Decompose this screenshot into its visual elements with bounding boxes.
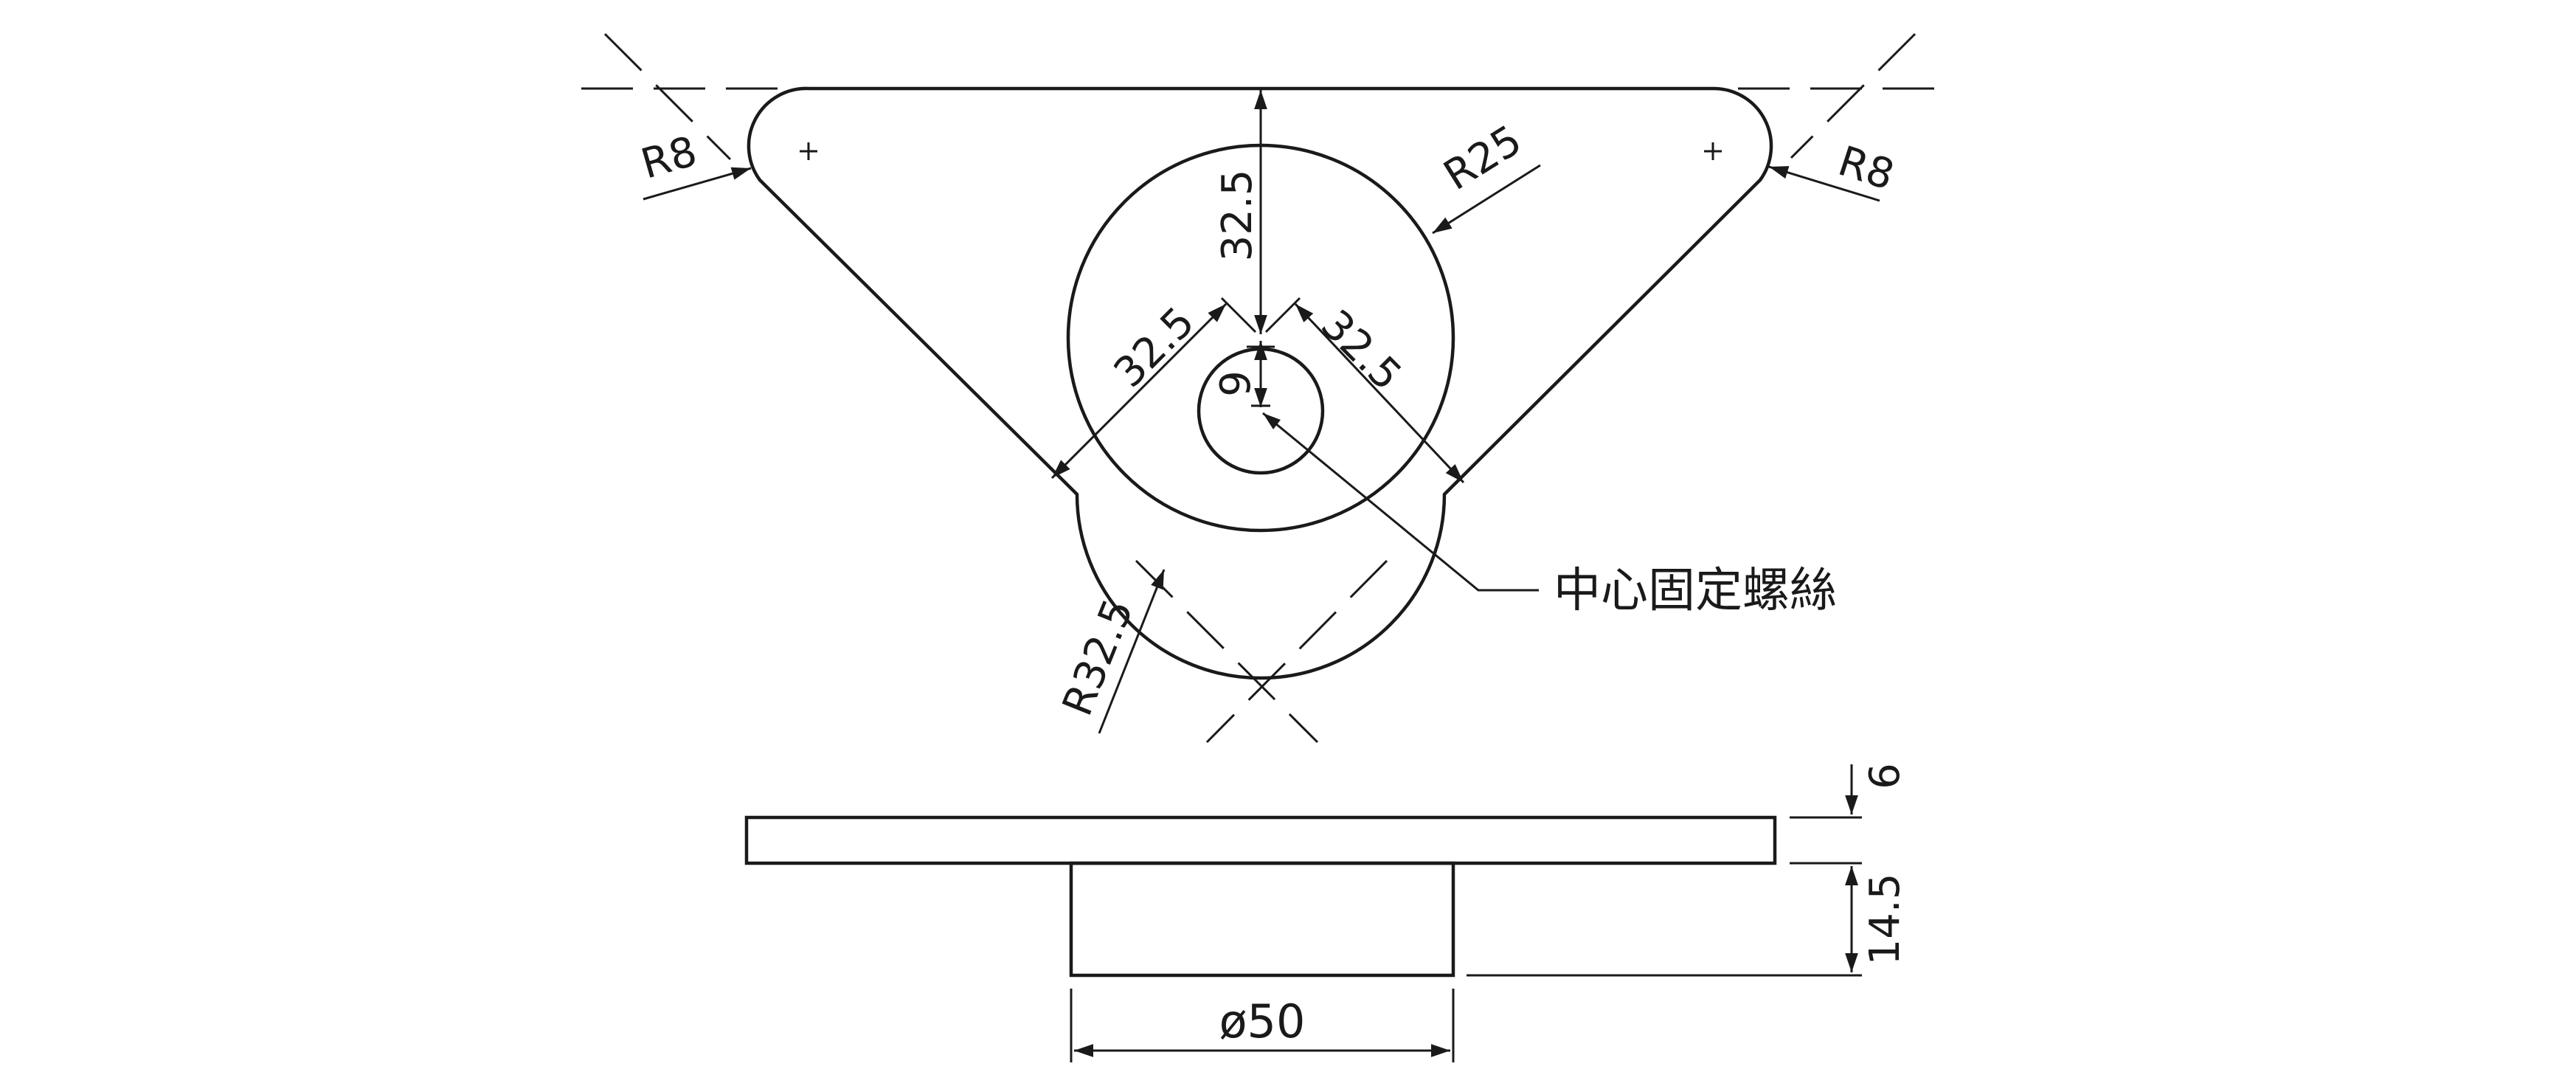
flange-outline bbox=[747, 86, 1773, 680]
r32-5-leader bbox=[1098, 569, 1166, 734]
corner-center-mark-right bbox=[1704, 142, 1722, 160]
center-screw-leader bbox=[1262, 412, 1539, 592]
dim-hole-9: 9 bbox=[1212, 370, 1260, 397]
side-extension-lines bbox=[1070, 816, 1862, 1062]
diagonal-left-extension bbox=[1220, 297, 1257, 333]
r8-left-leader bbox=[643, 167, 752, 201]
center-screw-label: 中心固定螺絲 bbox=[1554, 564, 1837, 618]
diagonal-right-extension bbox=[1264, 297, 1301, 333]
dim-diagonal-right: 32.5 bbox=[1312, 301, 1410, 400]
dim-vertical-32-5: 32.5 bbox=[1213, 170, 1261, 262]
r8-right-leader bbox=[1768, 165, 1880, 202]
dim-r25: R25 bbox=[1436, 117, 1530, 201]
diagonal-right-dimension-line bbox=[1294, 302, 1465, 484]
side-view-boss bbox=[1069, 861, 1455, 978]
diagonal-left-dimension-line bbox=[1050, 302, 1228, 480]
side-view-plate bbox=[744, 815, 1777, 865]
dim-boss-diameter: ø50 bbox=[1219, 995, 1306, 1048]
dim-boss-height: 14.5 bbox=[1861, 874, 1909, 966]
center-screw-leader-arrowhead bbox=[1263, 413, 1281, 429]
corner-center-mark-left bbox=[800, 142, 817, 160]
dim-diagonal-left: 32.5 bbox=[1105, 298, 1204, 397]
r25-leader bbox=[1432, 164, 1541, 235]
dim-r8-left: R8 bbox=[636, 128, 702, 189]
construction-lines bbox=[581, 32, 1943, 744]
dim-thickness-6: 6 bbox=[1861, 763, 1909, 789]
